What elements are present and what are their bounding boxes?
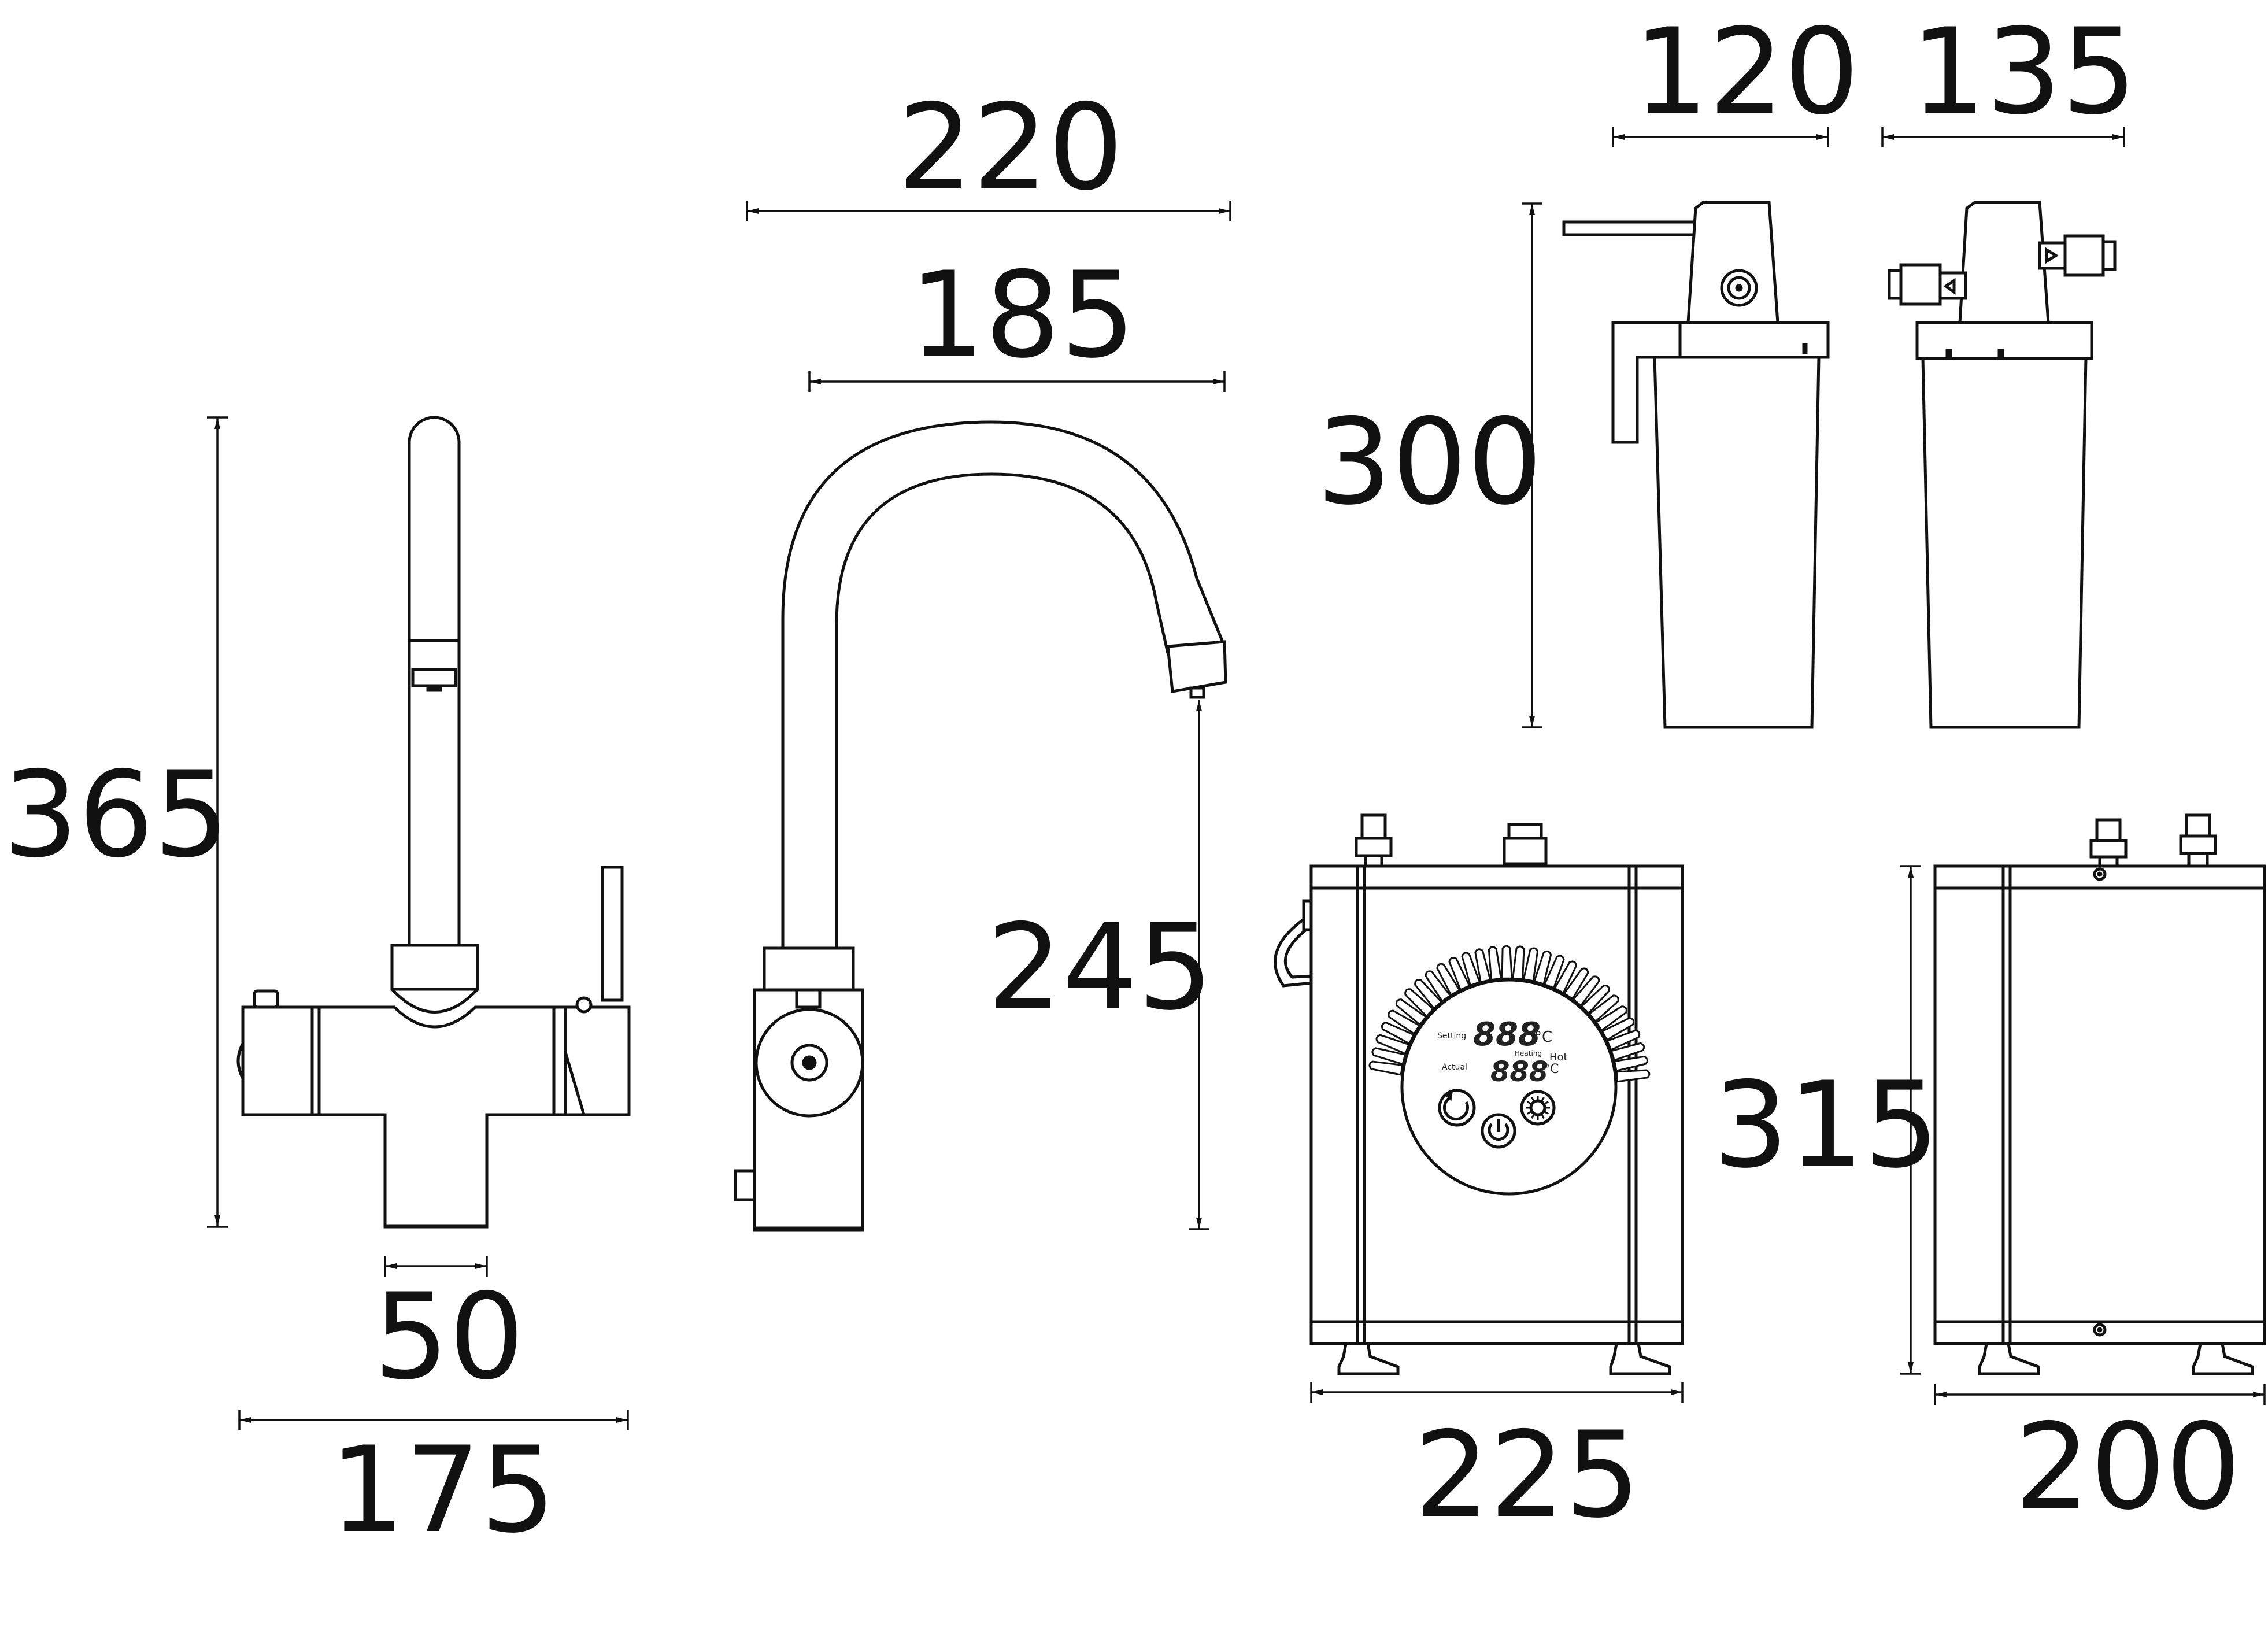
- sunburst-petal: [1488, 946, 1502, 981]
- tank-side-view: [1933, 813, 2266, 1375]
- sunburst-petal: [1563, 967, 1589, 1000]
- refresh-icon[interactable]: [1438, 1089, 1476, 1127]
- filter-front-view: [1888, 201, 2117, 729]
- sunburst-petal: [1436, 963, 1461, 996]
- sunburst-petal: [1615, 1069, 1651, 1083]
- sunburst-petal: [1414, 978, 1443, 1010]
- tank-front-view: Setting Actual 888 °C Heating 888 °C Hot: [1274, 813, 1684, 1375]
- label-filter-front-width: 135: [1911, 3, 2137, 141]
- sunburst-petal: [1594, 1005, 1627, 1032]
- setting-display: 888: [1473, 1016, 1541, 1053]
- sunburst-ring: [1368, 945, 1651, 1083]
- heating-label: Heating: [1515, 1049, 1542, 1057]
- sunburst-petal: [1601, 1017, 1635, 1041]
- sunburst-petal: [1522, 947, 1539, 982]
- sunburst-petal: [1588, 994, 1619, 1023]
- sunburst-petal: [1375, 1034, 1410, 1055]
- sunburst-petal: [1580, 985, 1610, 1015]
- dimension-labels: 365 50 175 220 185 245 120 135 300 315 2…: [3, 3, 2241, 1559]
- filter-side-view: [1562, 201, 1830, 729]
- sunburst-petal: [1395, 998, 1427, 1026]
- dimension-lines: [207, 127, 2266, 1430]
- power-icon[interactable]: [1481, 1113, 1516, 1149]
- label-spout-clearance: 245: [987, 899, 1213, 1037]
- sun-ray: [1527, 1101, 1531, 1105]
- sun-ray: [1531, 1114, 1535, 1119]
- label-spout-reach-outer: 220: [897, 79, 1123, 217]
- sunburst-petal: [1371, 1047, 1407, 1066]
- sunburst-petal: [1381, 1021, 1415, 1045]
- control-panel: Setting Actual 888 °C Heating 888 °C Hot: [1368, 945, 1651, 1196]
- actual-display: 888: [1490, 1056, 1548, 1088]
- sun-ray: [1544, 1111, 1549, 1115]
- tap-front-view: [236, 416, 631, 1229]
- sunburst-petal: [1425, 970, 1452, 1003]
- label-filter-height: 300: [1316, 394, 1542, 531]
- unit-top: °C: [1534, 1029, 1552, 1046]
- sunburst-petal: [1606, 1029, 1641, 1051]
- sunburst-petal: [1404, 988, 1435, 1018]
- label-tank-front-width: 225: [1414, 1407, 1640, 1544]
- sunburst-petal: [1613, 1055, 1648, 1072]
- sunburst-petal: [1448, 957, 1471, 991]
- sunburst-petal: [1388, 1009, 1421, 1035]
- sunburst-petal: [1572, 975, 1600, 1007]
- hot-label: Hot: [1549, 1051, 1568, 1063]
- setting-label: Setting: [1437, 1031, 1466, 1041]
- sunburst-petal: [1474, 948, 1492, 983]
- label-tank-height: 315: [1713, 1057, 1939, 1194]
- sun-ray: [1527, 1111, 1531, 1115]
- sun-ray: [1541, 1114, 1545, 1119]
- label-tap-height: 365: [3, 746, 229, 884]
- sunburst-petal: [1501, 945, 1513, 979]
- label-tap-total-width: 175: [330, 1422, 556, 1559]
- sunburst-petal: [1543, 955, 1565, 989]
- label-spout-reach-inner: 185: [909, 247, 1135, 384]
- sunburst-petal: [1368, 1060, 1404, 1076]
- actual-label: Actual: [1442, 1063, 1467, 1072]
- label-tap-base-width: 50: [373, 1268, 524, 1406]
- sunburst-petal: [1461, 952, 1481, 987]
- label-tank-side-width: 200: [2015, 1399, 2241, 1536]
- sun-ray: [1544, 1101, 1549, 1105]
- sun-ray: [1541, 1097, 1545, 1101]
- label-filter-side-width: 120: [1633, 3, 1859, 141]
- sun-icon[interactable]: [1520, 1090, 1556, 1126]
- sunburst-petal: [1553, 960, 1578, 994]
- tap-side-view: [734, 420, 1227, 1232]
- unit-bottom: °C: [1544, 1062, 1559, 1077]
- sunburst-petal: [1533, 950, 1552, 985]
- sunburst-petal: [1512, 945, 1525, 981]
- sunburst-petal: [1610, 1042, 1645, 1062]
- sun-ray: [1531, 1097, 1535, 1101]
